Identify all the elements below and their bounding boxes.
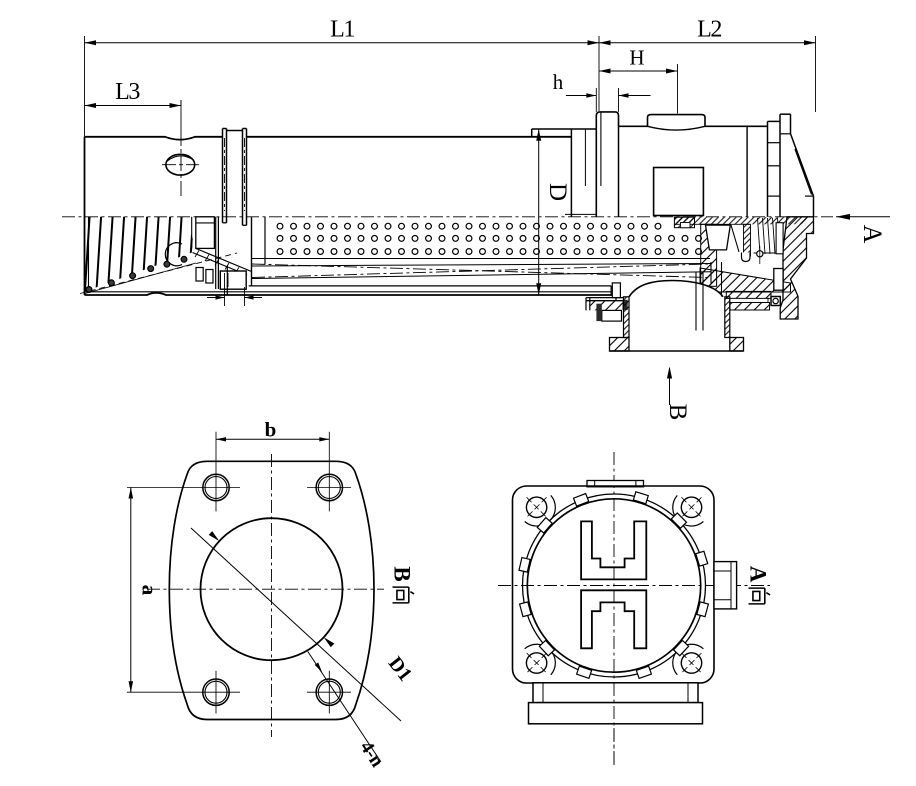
svg-text:B: B xyxy=(390,566,415,581)
svg-text:L2: L2 xyxy=(697,17,721,43)
svg-text:b: b xyxy=(265,418,277,442)
svg-text:B: B xyxy=(664,404,691,421)
svg-text:L1: L1 xyxy=(330,17,354,43)
svg-text:L3: L3 xyxy=(115,79,140,105)
svg-text:A: A xyxy=(858,225,887,244)
svg-text:D1: D1 xyxy=(384,653,416,686)
svg-text:h: h xyxy=(553,70,564,94)
svg-text:A: A xyxy=(746,566,771,583)
svg-text:a: a xyxy=(138,585,162,596)
svg-text:D: D xyxy=(544,183,571,201)
svg-text:H: H xyxy=(629,46,644,70)
svg-text:4-n: 4-n xyxy=(356,737,388,771)
